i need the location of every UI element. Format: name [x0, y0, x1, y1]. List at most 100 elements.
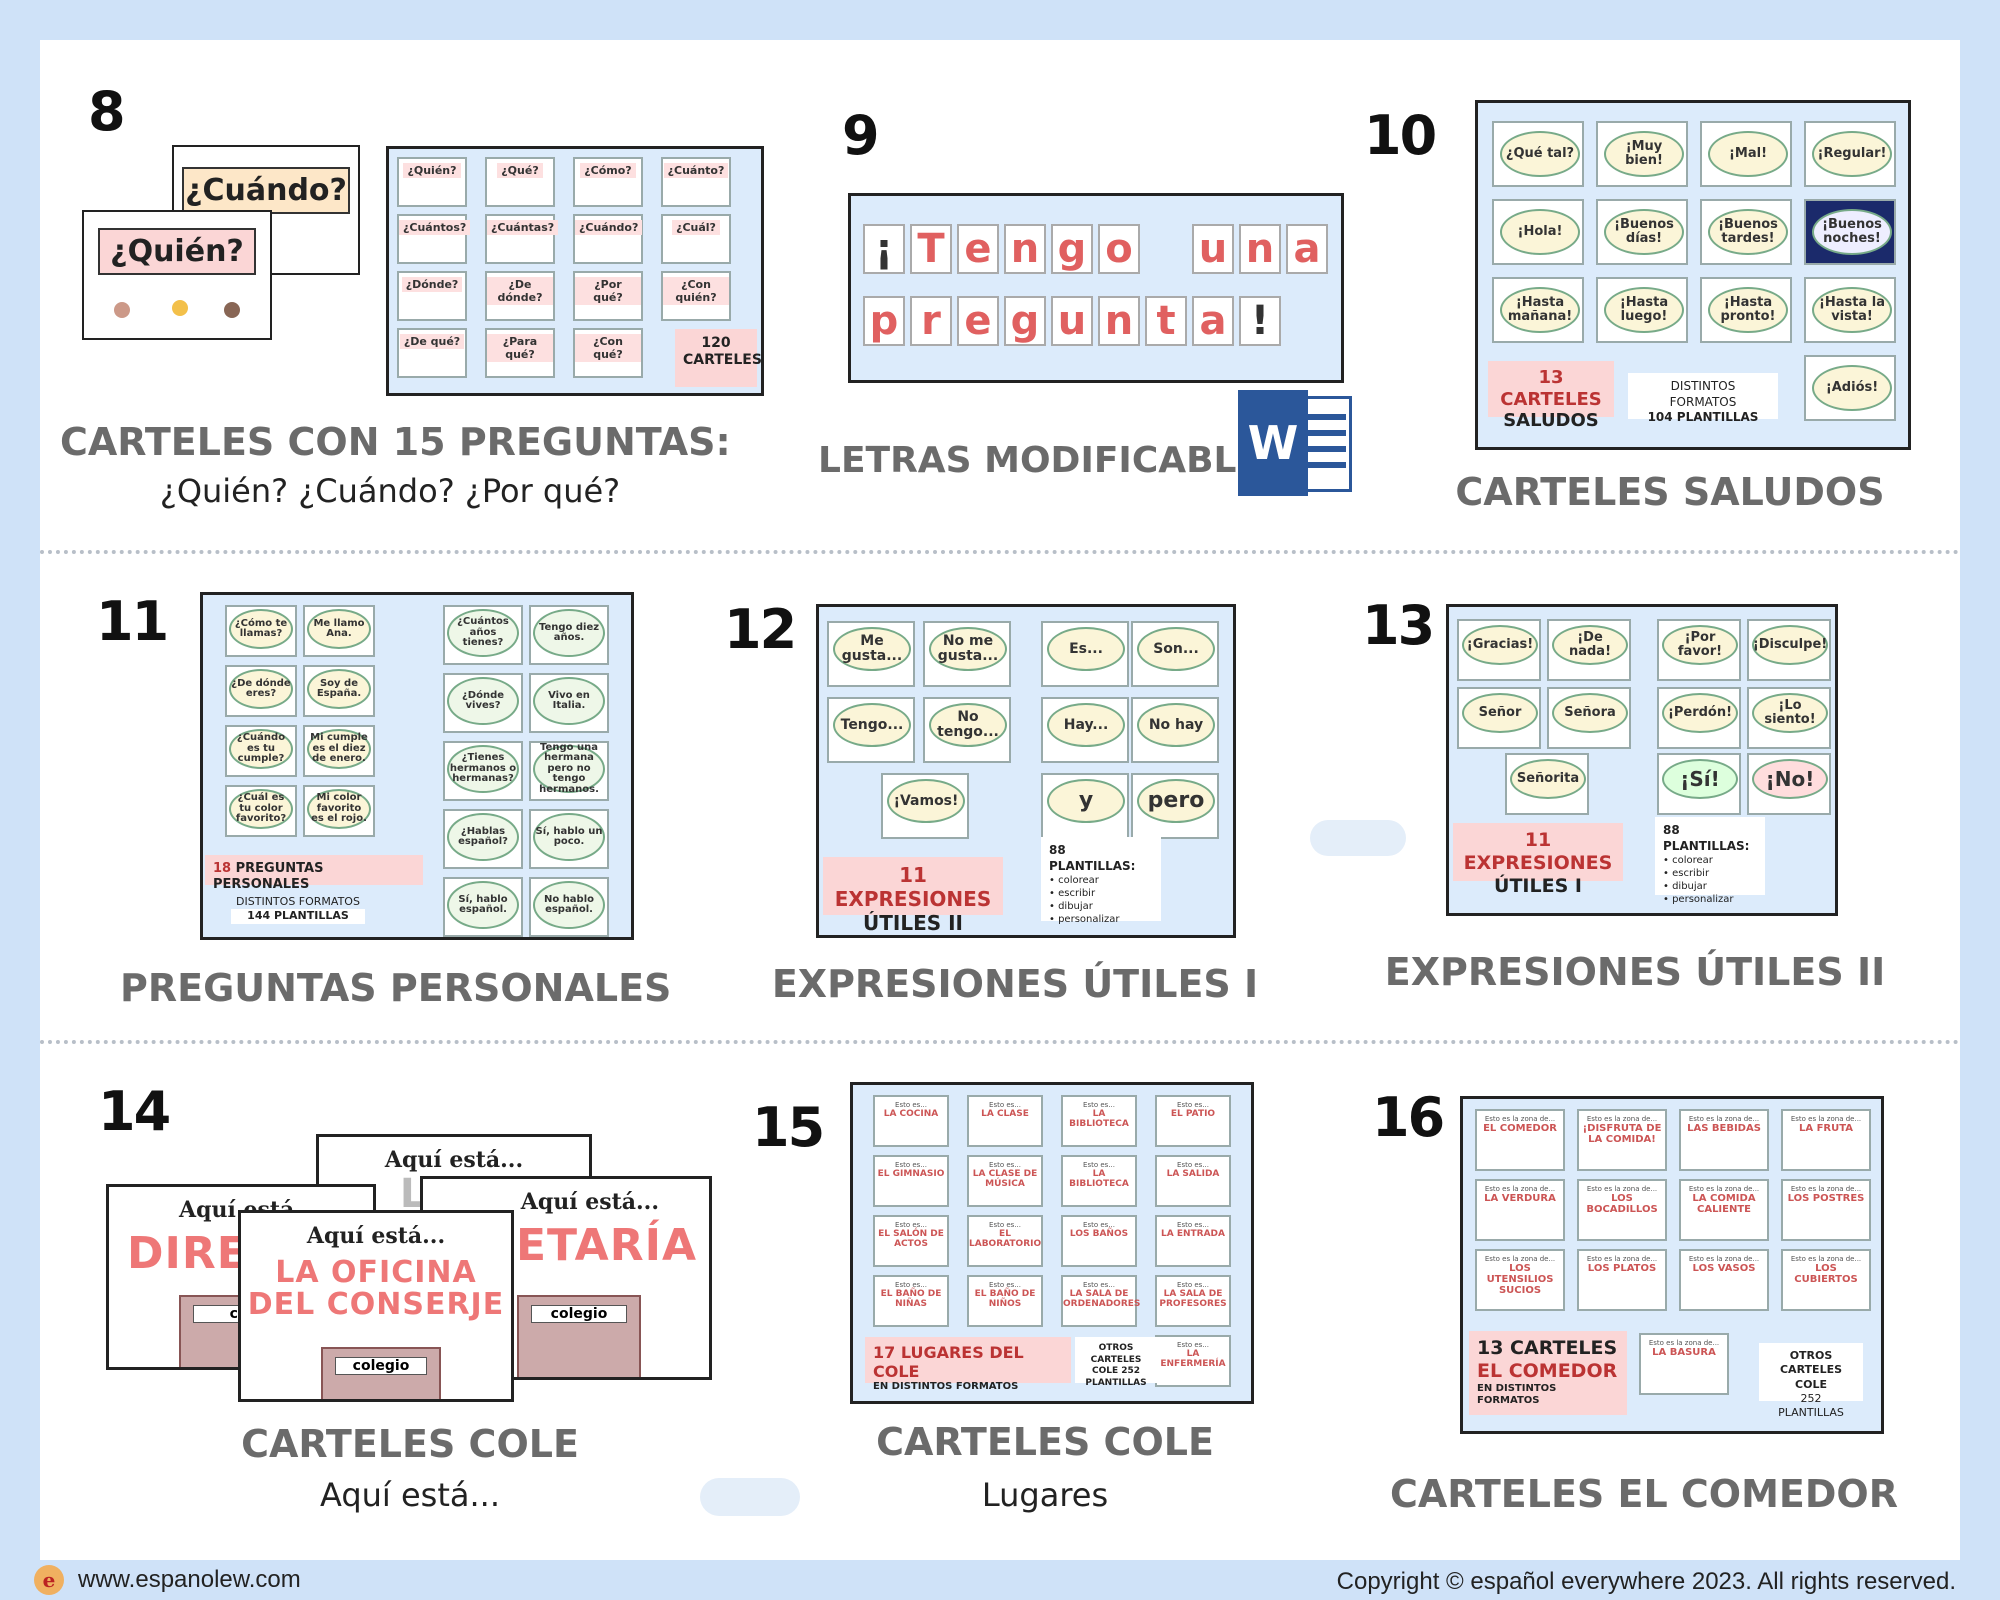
dining-name: LAS BEBIDAS: [1687, 1123, 1761, 1134]
question-card-label: ¿Cuántas?: [487, 220, 559, 235]
dining-prefix: Esto es la zona de...: [1586, 1255, 1658, 1263]
place-prefix: Esto es...: [989, 1101, 1021, 1109]
dining-prefix: Esto es la zona de...: [1586, 1115, 1658, 1123]
website-link[interactable]: www.espanolew.com: [78, 1566, 301, 1593]
dining-card: Esto es la zona de...LA FRUTA: [1781, 1109, 1871, 1171]
question-card: ¿Por qué?: [573, 271, 643, 321]
info-title: 88 PLANTILLAS:: [1049, 843, 1136, 873]
question-card-label: ¿Cuánto?: [663, 163, 729, 178]
question-card-label: ¿Dónde?: [401, 277, 463, 292]
divider: [40, 550, 1960, 554]
expression-bubble: ¡Disculpe!: [1752, 625, 1828, 665]
greeting-card: ¡Hasta luego!: [1596, 277, 1688, 343]
info-item: • personalizar: [1663, 894, 1734, 906]
place-card: Esto es...EL BAÑO DE NIÑAS: [873, 1275, 949, 1327]
info-item: • colorear: [1663, 855, 1713, 867]
expression-bubble: ¡Sí!: [1662, 759, 1738, 799]
letter-tile: o: [1098, 224, 1140, 274]
greeting-bubble: ¡Hasta pronto!: [1708, 287, 1788, 333]
question-card-label: ¿Para qué?: [487, 334, 553, 362]
expression-card: No hay: [1131, 697, 1219, 763]
greeting-bubble: ¡Buenos tardes!: [1708, 209, 1788, 255]
tag-line: 11 EXPRESIONES: [834, 863, 992, 911]
place-prefix: Esto es...: [1083, 1161, 1115, 1169]
greeting-bubble: ¡Adiós!: [1812, 365, 1892, 411]
dining-card: Esto es la zona de...LOS POSTRES: [1781, 1179, 1871, 1241]
section-title: EXPRESIONES ÚTILES I: [771, 962, 1259, 1006]
dining-name: LOS POSTRES: [1787, 1193, 1865, 1204]
place-prefix: Esto es...: [1177, 1101, 1209, 1109]
info-item: • personalizar: [1049, 914, 1120, 926]
info-item: • dibujar: [1049, 901, 1093, 913]
poster-front: Aquí está... LA OFICINA DEL CONSERJE col…: [238, 1210, 514, 1402]
expression-bubble: Señor: [1462, 693, 1538, 733]
section-title: CARTELES COLE: [241, 1422, 579, 1466]
dining-name: LA BASURA: [1652, 1347, 1716, 1358]
tag-line: ÚTILES I: [1494, 874, 1582, 897]
info-item: • colorear: [1049, 875, 1099, 887]
place-prefix: Esto es...: [895, 1101, 927, 1109]
place-name: LA COCINA: [883, 1109, 939, 1119]
place-card: Esto es...LA ENTRADA: [1155, 1215, 1231, 1267]
expression-card: Hay...: [1041, 697, 1129, 763]
question-card-label: ¿Quién?: [403, 163, 461, 178]
answer-bubble: ¿Cuántos años tienes?: [447, 609, 519, 657]
greeting-card: ¡Muy bien!: [1596, 121, 1688, 187]
question-bubble: Me llamo Ana.: [307, 609, 371, 649]
letter-tile: g: [1051, 224, 1093, 274]
place-card: Esto es...EL LABORATORIO: [967, 1215, 1043, 1267]
tag-line: 13 CARTELES: [1477, 1337, 1618, 1359]
question-card: ¿Cuántas?: [485, 214, 559, 264]
section-title: CARTELES EL COMEDOR: [1390, 1472, 1898, 1516]
section-number: 11: [96, 590, 169, 653]
place-prefix: Esto es...: [1177, 1341, 1209, 1349]
expression-card: No tengo...: [923, 697, 1011, 763]
dining-card: Esto es la zona de...LOS VASOS: [1679, 1249, 1769, 1311]
count-number: 120: [701, 335, 731, 351]
info-line: CARTELES COLE: [1779, 1363, 1843, 1391]
answer-bubble: ¿Tienes hermanos o hermanas?: [447, 745, 519, 793]
dining-prefix: Esto es la zona de...: [1648, 1339, 1720, 1347]
dining-card: Esto es la zona de...LAS BEBIDAS: [1679, 1109, 1769, 1171]
tag-line: ÚTILES II: [863, 911, 963, 935]
question-card-label: ¿Cuál?: [672, 220, 720, 235]
expression-bubble: Me gusta...: [833, 627, 911, 671]
dining-name: LA COMIDA CALIENTE: [1692, 1193, 1756, 1215]
section-number: 16: [1372, 1086, 1445, 1149]
expression-bubble: ¡Por favor!: [1662, 625, 1738, 665]
question-card: ¿Cuántos años tienes?: [443, 605, 523, 665]
question-card-label: ¿Con quién?: [663, 277, 729, 305]
question-card-label: ¿Cómo?: [580, 163, 636, 178]
letter-tile: e: [957, 296, 999, 346]
greeting-card: ¡Hasta pronto!: [1700, 277, 1792, 343]
place-card: Esto es...LOS BAÑOS: [1061, 1215, 1137, 1267]
greeting-bubble: ¡Muy bien!: [1604, 131, 1684, 177]
dining-prefix: Esto es la zona de...: [1586, 1185, 1658, 1193]
place-name: LA BIBLIOTECA: [1069, 1169, 1129, 1189]
questions-board: ¿Quién?¿Qué?¿Cómo?¿Cuánto?¿Cuántos?¿Cuán…: [386, 146, 764, 396]
place-name: EL PATIO: [1170, 1109, 1216, 1119]
expression-card: Son...: [1131, 621, 1219, 687]
tag-line: 11 EXPRESIONES: [1463, 829, 1613, 874]
letter-tile: n: [1239, 224, 1281, 274]
letter-tile: p: [863, 296, 905, 346]
place-name: EL BAÑO DE NIÑOS: [974, 1289, 1036, 1309]
dining-prefix: Esto es la zona de...: [1484, 1115, 1556, 1123]
cloud-decoration: [700, 1478, 800, 1516]
section-number: 8: [88, 80, 126, 143]
answer-bubble: Tengo diez años.: [533, 609, 605, 657]
tag-sub: EN DISTINTOS FORMATOS: [873, 1381, 1019, 1393]
place-name: LA SALIDA: [1166, 1169, 1220, 1179]
question-card: ¿Cuál es tu color favorito?: [225, 785, 297, 837]
expression-card: Señor: [1457, 687, 1541, 749]
expression-bubble: Señorita: [1510, 759, 1586, 799]
tag-sub: EN DISTINTOS FORMATOS: [1477, 1382, 1557, 1406]
question-bubble: Soy de España.: [307, 669, 371, 709]
place-card: Esto es...EL GIMNASIO: [873, 1155, 949, 1207]
question-card: ¿De qué?: [397, 328, 467, 378]
greeting-card: ¡Buenos tardes!: [1700, 199, 1792, 265]
